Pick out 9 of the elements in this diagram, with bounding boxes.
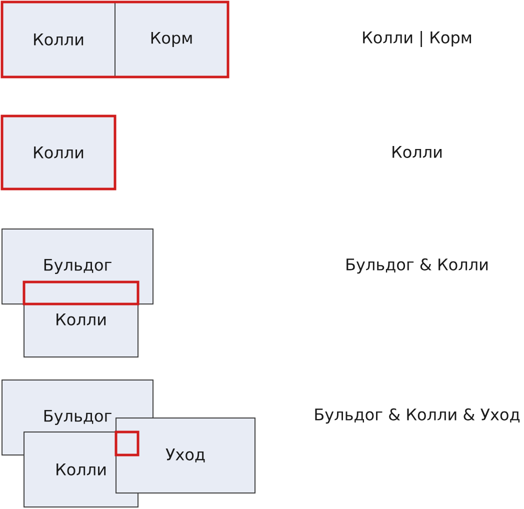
result-label: Бульдог & Колли: [346, 258, 488, 274]
result-label: Колли | Корм: [363, 31, 472, 47]
result-label: Колли: [392, 146, 442, 158]
term-box: Уход: [116, 418, 256, 494]
term-box: Колли: [24, 282, 138, 358]
term-box: Колли: [2, 2, 116, 78]
result-label: Бульдог & Колли & Уход: [315, 408, 520, 424]
term-box: Колли: [2, 116, 116, 190]
term-box: Корм: [114, 2, 228, 78]
